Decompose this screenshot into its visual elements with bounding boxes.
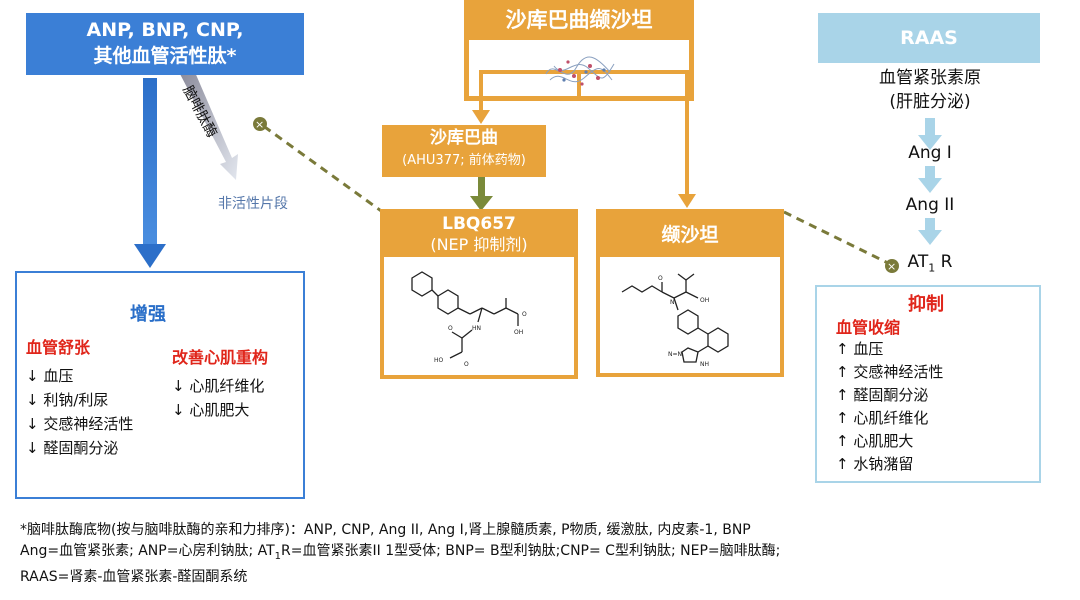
list-item: ↓ 交感神经活性 bbox=[26, 415, 134, 433]
lbq657-structure: HN OH O HO O O bbox=[411, 271, 527, 368]
svg-text:NH: NH bbox=[700, 361, 709, 368]
at1r-text: AT bbox=[907, 252, 929, 272]
enhance-left-column: 血管舒张 ↓ 血压 ↓ 利钠/利尿 ↓ 交感神经活性 ↓ 醛固酮分泌 bbox=[26, 334, 133, 460]
footnote-line2-a: Ang=血管紧张素; ANP=心房利钠肽; AT bbox=[20, 543, 275, 559]
list-item: ↓ 心肌纤维化 bbox=[172, 377, 265, 395]
angiotensinogen: 血管紧张素原 (肝脏分泌) bbox=[842, 66, 1018, 114]
sacubitril-note: (AHU377; 前体药物) bbox=[402, 153, 526, 168]
sacubitril-valsartan-title: 沙库巴曲缬沙坦 bbox=[464, 0, 694, 40]
list-item: ↑ 心肌肥大 bbox=[836, 432, 914, 450]
footnote-line2: Ang=血管紧张素; ANP=心房利钠肽; AT1R=血管紧张素II 1型受体;… bbox=[20, 541, 1060, 567]
at1r-label: AT1 R bbox=[880, 252, 980, 274]
natriuretic-peptides-box: ANP, BNP, CNP, 其他血管活性肽* bbox=[26, 13, 304, 75]
ang2-label: Ang II bbox=[905, 195, 955, 215]
raas-box: RAAS bbox=[818, 13, 1040, 63]
arrow-sacubitril-to-lbq657 bbox=[470, 177, 493, 211]
list-item: ↑ 交感神经活性 bbox=[836, 363, 944, 381]
list-item: ↑ 水钠潴留 bbox=[836, 455, 914, 473]
list-item: ↓ 心肌肥大 bbox=[172, 401, 250, 419]
list-item: ↓ 血压 bbox=[26, 367, 74, 385]
svg-text:N: N bbox=[670, 299, 675, 306]
angiotensinogen-label: 血管紧张素原 bbox=[879, 68, 981, 88]
natriuretic-line1: ANP, BNP, CNP, bbox=[86, 19, 244, 41]
inhibit-box bbox=[815, 285, 1041, 483]
list-item: ↑ 血压 bbox=[836, 340, 884, 358]
svg-text:N=N: N=N bbox=[668, 351, 682, 358]
list-item: ↓ 醛固酮分泌 bbox=[26, 439, 119, 457]
svg-text:×: × bbox=[887, 260, 896, 273]
svg-text:OH: OH bbox=[700, 297, 709, 304]
list-item: ↑ 醛固酮分泌 bbox=[836, 386, 929, 404]
list-item: ↑ 心肌纤维化 bbox=[836, 409, 929, 427]
svg-text:O: O bbox=[658, 275, 663, 282]
inhibit-list: 血管收缩 ↑ 血压 ↑ 交感神经活性 ↑ 醛固酮分泌 ↑ 心肌纤维化 ↑ 心肌肥… bbox=[836, 314, 943, 476]
sacubitril-name: 沙库巴曲 bbox=[430, 128, 498, 148]
remodeling-heading: 改善心肌重构 bbox=[172, 348, 269, 367]
footnote-line2-sub: 1 bbox=[274, 550, 282, 562]
lbq657-note: (NEP 抑制剂) bbox=[430, 235, 528, 254]
footnote-line3: RAAS=肾素-血管紧张素-醛固酮系统 bbox=[20, 568, 248, 585]
orange-branch-arrows bbox=[479, 70, 689, 197]
lbq657-name: LBQ657 bbox=[442, 214, 516, 234]
footnote: *脑啡肽酶底物(按与脑啡肽酶的亲和力排序)：ANP, CNP, Ang II, … bbox=[20, 520, 1060, 588]
valsartan-name: 缬沙坦 bbox=[600, 213, 780, 257]
svg-text:O: O bbox=[522, 311, 527, 318]
lbq657-header: LBQ657 (NEP 抑制剂) bbox=[384, 213, 574, 257]
at1r-suffix: R bbox=[935, 252, 953, 272]
valsartan-structure: N OH O N=N NH bbox=[621, 273, 729, 368]
sacubitril-box: 沙库巴曲 (AHU377; 前体药物) bbox=[382, 125, 546, 177]
protein-structure-image bbox=[545, 56, 615, 86]
svg-text:HN: HN bbox=[472, 325, 481, 332]
svg-text:O: O bbox=[448, 325, 453, 332]
enhance-right-column: 改善心肌重构 ↓ 心肌纤维化 ↓ 心肌肥大 bbox=[172, 344, 268, 422]
enhance-title: 增强 bbox=[130, 304, 166, 325]
svg-text:O: O bbox=[464, 361, 469, 368]
raas-cascade-arrows bbox=[918, 118, 942, 245]
arrow-to-sacubitril bbox=[472, 110, 490, 124]
nep-degradation-arrow bbox=[180, 70, 238, 180]
blue-down-arrow bbox=[134, 78, 166, 268]
svg-text:OH: OH bbox=[514, 329, 523, 336]
at1r-blockade-line: × bbox=[783, 210, 899, 273]
vasoconstriction-heading: 血管收缩 bbox=[836, 318, 901, 337]
inhibit-title: 抑制 bbox=[908, 294, 944, 315]
nep-inhibition-line: × bbox=[253, 117, 385, 215]
list-item: ↓ 利钠/利尿 bbox=[26, 391, 109, 409]
svg-text:×: × bbox=[255, 118, 264, 131]
at1r-sub: 1 bbox=[928, 261, 936, 275]
arrow-to-valsartan bbox=[678, 194, 696, 208]
inactive-fragments-label: 非活性片段 bbox=[218, 196, 288, 212]
svg-text:HO: HO bbox=[434, 357, 444, 364]
natriuretic-line2: 其他血管活性肽* bbox=[93, 45, 237, 67]
vasodilation-heading: 血管舒张 bbox=[26, 338, 91, 357]
enhance-box bbox=[15, 271, 305, 499]
footnote-line2-b: R=血管紧张素II 1型受体; BNP= B型利钠肽;CNP= C型利钠肽; N… bbox=[281, 543, 781, 559]
angiotensinogen-note: (肝脏分泌) bbox=[889, 92, 971, 112]
ang1-label: Ang I bbox=[908, 143, 952, 163]
footnote-line1: *脑啡肽酶底物(按与脑啡肽酶的亲和力排序)：ANP, CNP, Ang II, … bbox=[20, 522, 751, 538]
